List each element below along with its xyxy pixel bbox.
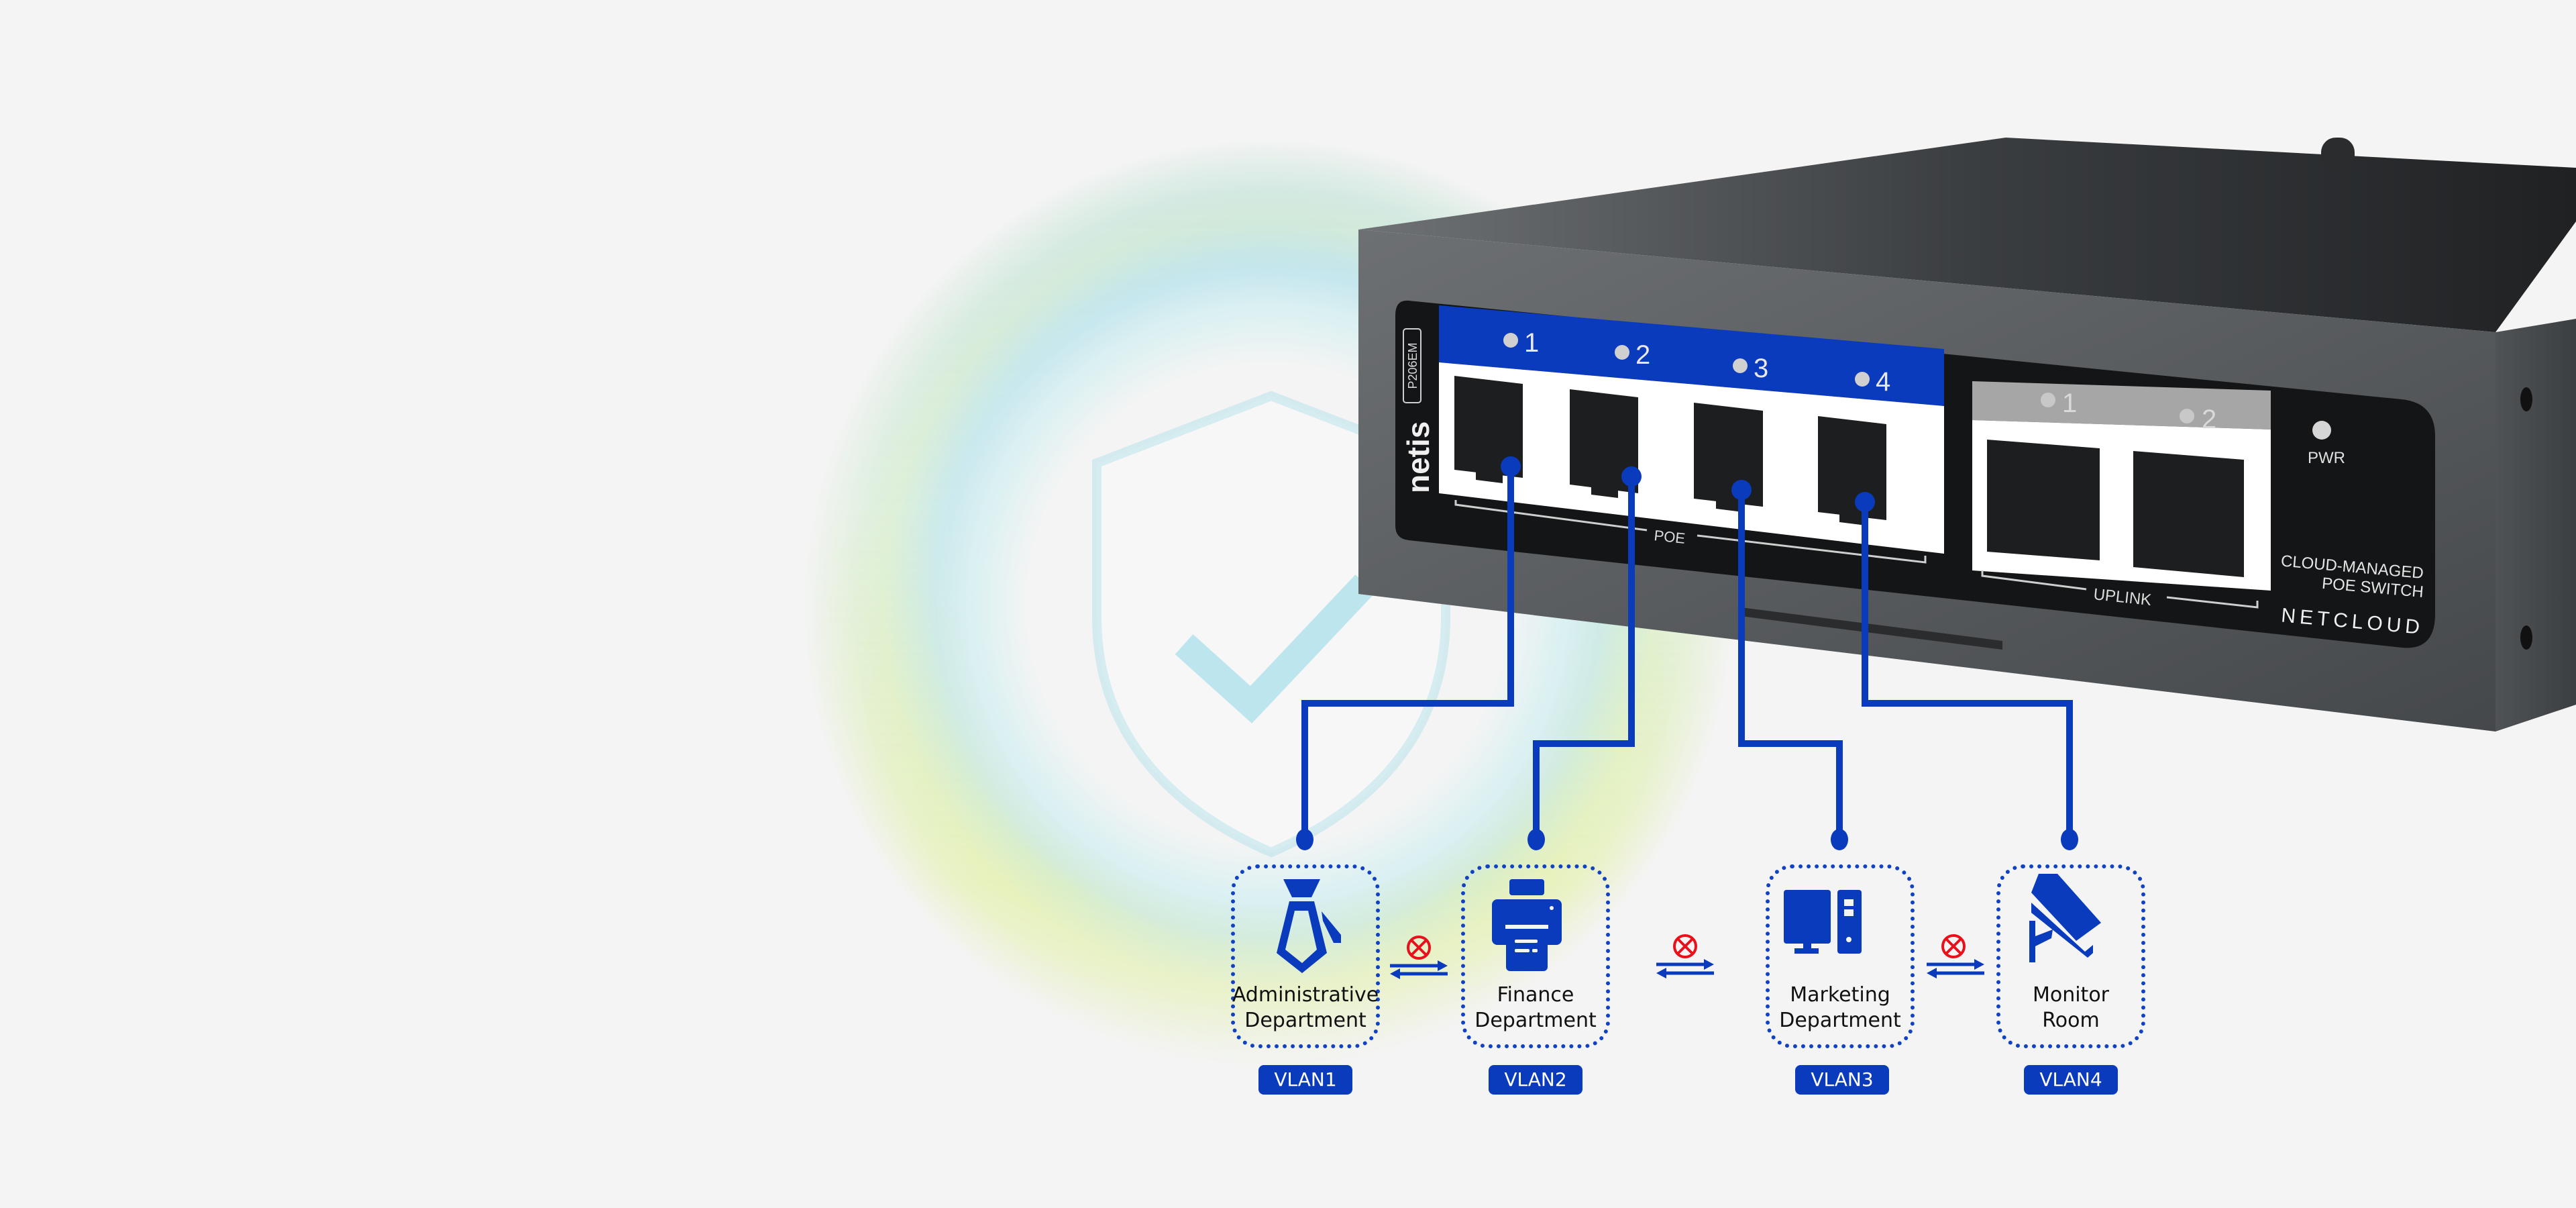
vlan-badge-2: VLAN2 <box>1489 1065 1582 1095</box>
vlan-badge-3: VLAN3 <box>1795 1065 1889 1095</box>
uplink-port-label: 1 <box>2062 389 2077 418</box>
connection-line-port-4 <box>1862 502 2073 832</box>
uplink-led-2 <box>2180 409 2194 423</box>
uplink-bracket <box>1981 570 2087 591</box>
poe-port-label: 3 <box>1754 354 1768 383</box>
uplink-bracket <box>2166 596 2259 609</box>
department-name-line2: Department <box>1244 1009 1366 1032</box>
switch-side <box>2496 319 2576 732</box>
port-dot <box>1501 456 1521 476</box>
department-label: Marketing Department <box>1753 983 1927 1034</box>
poe-port-1[interactable] <box>1454 376 1523 483</box>
department-name-line1: Monitor <box>2032 983 2110 1007</box>
port-dot <box>1621 466 1642 487</box>
vlan-badge-1: VLAN1 <box>1258 1065 1352 1095</box>
uplink-port-label: 2 <box>2202 405 2216 434</box>
connection-line-port-3 <box>1738 490 1843 832</box>
poe-port-area <box>1439 362 1944 554</box>
brand-logo: netis <box>1401 421 1436 493</box>
port-dot <box>1855 492 1875 512</box>
department-name-line1: Administrative <box>1232 983 1379 1007</box>
poe-port-label: 2 <box>1635 340 1650 370</box>
blocked-circle-x-icon <box>1941 934 1966 958</box>
bidirectional-arrows-icon <box>1656 959 1714 978</box>
uplink-led-1 <box>2041 393 2055 407</box>
poe-led-band <box>1439 305 1944 406</box>
model-badge: P206EM <box>1403 328 1421 403</box>
poe-bracket <box>1454 500 1648 532</box>
connection-line-port-2 <box>1533 476 1635 832</box>
endpoint-dot <box>1527 829 1545 850</box>
department-name-line1: Finance <box>1497 983 1574 1007</box>
department-name-line2: Department <box>1779 1009 1901 1032</box>
screw-hole <box>2520 387 2532 411</box>
department-box-finance[interactable] <box>1461 864 1610 1048</box>
poe-led-2 <box>1615 345 1629 360</box>
printer-icon <box>1492 879 1562 971</box>
necktie-icon <box>1277 879 1341 973</box>
department-box-monitor-room[interactable] <box>1996 864 2145 1048</box>
poe-bracket <box>1697 534 1927 564</box>
power-led <box>2312 421 2331 440</box>
department-name-line2: Room <box>2042 1009 2100 1032</box>
department-label: Monitor Room <box>1984 983 2158 1034</box>
vlan-badge-4: VLAN4 <box>2024 1065 2118 1095</box>
blocked-circle-x-icon <box>1673 934 1697 958</box>
poe-led-1 <box>1503 333 1518 348</box>
security-camera-icon <box>2029 874 2101 962</box>
department-box-marketing[interactable] <box>1766 864 1915 1048</box>
department-name-line2: Department <box>1474 1009 1597 1032</box>
isolation-marker-3-4 <box>1927 934 1984 978</box>
poe-group-label: POE <box>1653 527 1686 547</box>
endpoint-dot <box>1831 829 1848 850</box>
blocked-circle-x-icon <box>1407 936 1431 960</box>
department-label: Administrative Department <box>1218 983 1393 1034</box>
poe-led-4 <box>1855 372 1870 387</box>
uplink-port-2[interactable] <box>2133 451 2244 577</box>
endpoint-dot <box>2061 829 2078 850</box>
poe-port-3[interactable] <box>1694 403 1763 512</box>
isolation-marker-2-3 <box>1656 934 1714 978</box>
endpoint-dot <box>1296 829 1313 850</box>
poe-port-label: 1 <box>1524 328 1539 358</box>
svg-text:P206EM: P206EM <box>1406 342 1419 389</box>
switch-foot <box>1741 607 2002 650</box>
connection-line-port-1 <box>1301 466 1514 832</box>
isolation-marker-1-2 <box>1390 936 1448 979</box>
screw-hole <box>2520 625 2532 650</box>
bidirectional-arrows-icon <box>1390 960 1448 979</box>
poe-port-label: 4 <box>1876 367 1890 397</box>
poe-port-2[interactable] <box>1570 389 1638 498</box>
desktop-computer-icon <box>1784 890 1862 954</box>
port-dot <box>1731 480 1752 500</box>
bidirectional-arrows-icon <box>1927 959 1984 978</box>
department-name-line1: Marketing <box>1790 983 1890 1007</box>
uplink-port-1[interactable] <box>1987 440 2100 560</box>
power-led-label: PWR <box>2308 449 2345 467</box>
poe-led-3 <box>1733 358 1748 373</box>
switch-rear-nub <box>2321 138 2355 171</box>
department-label: Finance Department <box>1448 983 1623 1034</box>
department-box-administrative[interactable] <box>1231 864 1380 1048</box>
switch-top <box>1358 138 2576 332</box>
